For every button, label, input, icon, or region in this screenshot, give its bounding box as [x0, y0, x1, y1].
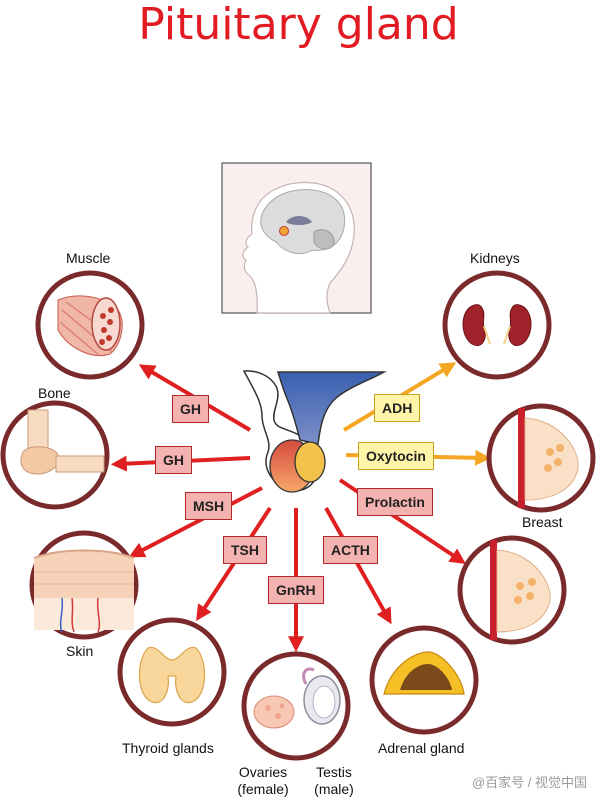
hormone-tag-oxytocin: Oxytocin — [358, 442, 434, 470]
bone-illustration — [0, 400, 110, 510]
label-breast: Breast — [522, 514, 563, 530]
head-illustration — [221, 162, 372, 314]
label-testis: Testis (male) — [308, 764, 360, 798]
label-ovaries-line1: Ovaries — [238, 764, 288, 780]
breast-prolactin-illustration — [457, 535, 567, 645]
hormone-tag-prolactin: Prolactin — [357, 488, 433, 516]
hormone-tag-adh: ADH — [374, 394, 421, 422]
label-ovaries-line2: (female) — [237, 781, 289, 797]
thyroid-illustration — [117, 617, 227, 727]
label-kidneys: Kidneys — [470, 250, 520, 266]
breast-oxytocin-illustration — [486, 403, 596, 513]
muscle-illustration — [35, 270, 145, 380]
label-thyroid: Thyroid glands — [122, 740, 214, 756]
hormone-tag-tsh: TSH — [223, 536, 267, 564]
hormone-tag-msh: MSH — [185, 492, 233, 520]
page-title: Pituitary gland — [138, 0, 459, 50]
hormone-tag-gh-muscle: GH — [172, 395, 209, 423]
arrow-msh — [128, 486, 263, 558]
pituitary-gland-illustration — [242, 370, 387, 493]
adrenal-illustration — [369, 625, 479, 735]
watermark: @百家号 / 视觉中国 — [471, 775, 587, 790]
label-skin: Skin — [66, 643, 94, 659]
hormone-tag-gnrh: GnRH — [268, 576, 324, 604]
label-adrenal: Adrenal gland — [378, 740, 465, 756]
label-ovaries: Ovaries (female) — [232, 764, 294, 798]
ovaries-testis-illustration — [241, 651, 351, 761]
label-bone: Bone — [38, 385, 71, 401]
hormone-tag-gh-bone: GH — [155, 446, 192, 474]
label-testis-line1: Testis — [316, 764, 352, 780]
skin-illustration — [29, 530, 139, 640]
hormone-tag-acth: ACTH — [323, 536, 378, 564]
label-testis-line2: (male) — [314, 781, 354, 797]
kidneys-illustration — [442, 270, 552, 380]
label-muscle: Muscle — [66, 250, 111, 266]
